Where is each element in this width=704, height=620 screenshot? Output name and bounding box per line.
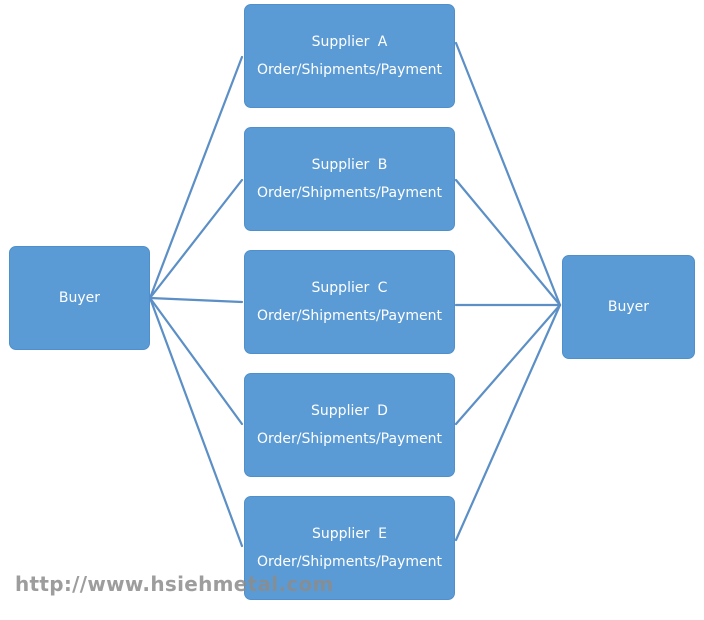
supplier-e-box: Supplier E Order/Shipments/Payment	[244, 496, 455, 600]
supplier-b-detail: Order/Shipments/Payment	[257, 185, 442, 201]
supplier-e-name: Supplier E	[312, 526, 387, 542]
connector-supplier-a-to-buyer-right	[454, 41, 562, 307]
supplier-c-detail: Order/Shipments/Payment	[257, 308, 442, 324]
supplier-a-detail: Order/Shipments/Payment	[257, 62, 442, 78]
connector-buyer-left-to-supplier-d	[148, 296, 244, 426]
supplier-e-detail: Order/Shipments/Payment	[257, 554, 442, 570]
supplier-d-box: Supplier D Order/Shipments/Payment	[244, 373, 455, 477]
supplier-a-name: Supplier A	[311, 34, 388, 50]
watermark-url: http://www.hsiehmetal.com	[15, 572, 334, 596]
supplier-b-box: Supplier B Order/Shipments/Payment	[244, 127, 455, 231]
supplier-c-name: Supplier C	[311, 280, 388, 296]
connector-buyer-left-to-supplier-c	[148, 296, 244, 304]
supplier-a-box: Supplier A Order/Shipments/Payment	[244, 4, 455, 108]
connector-buyer-left-to-supplier-e	[148, 296, 244, 548]
buyer-left-label: Buyer	[58, 290, 101, 306]
supplier-b-name: Supplier B	[311, 157, 388, 173]
connector-buyer-left-to-supplier-a	[148, 55, 244, 300]
connector-supplier-e-to-buyer-right	[454, 303, 562, 542]
connector-supplier-d-to-buyer-right	[454, 303, 562, 426]
buyer-left-box: Buyer	[9, 246, 150, 350]
supplier-d-detail: Order/Shipments/Payment	[257, 431, 442, 447]
supplier-c-box: Supplier C Order/Shipments/Payment	[244, 250, 455, 354]
supplier-d-name: Supplier D	[311, 403, 388, 419]
connector-buyer-left-to-supplier-b	[148, 178, 244, 300]
connector-supplier-b-to-buyer-right	[454, 178, 562, 307]
buyer-right-label: Buyer	[607, 299, 650, 315]
buyer-right-box: Buyer	[562, 255, 695, 359]
